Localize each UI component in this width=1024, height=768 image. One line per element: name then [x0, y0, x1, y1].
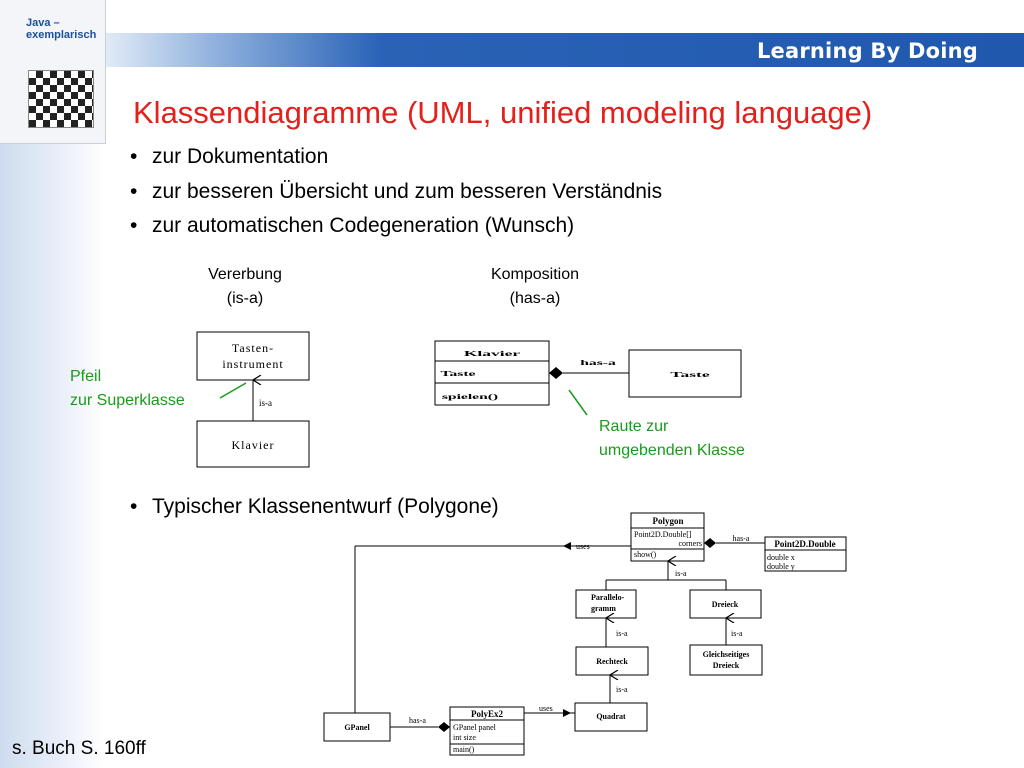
edge-label: is-a [731, 629, 743, 638]
vererbung-diagram: Tasten- instrument is-a Klavier [196, 331, 310, 468]
class-name-text: Taste [670, 370, 709, 379]
bullet-dot-icon: • [130, 180, 138, 203]
class-box-gleichseitiges-dreieck [689, 644, 763, 676]
vererbung-heading: Vererbung (is-a) [208, 266, 282, 307]
bullet-dot-icon: • [130, 495, 138, 518]
class-box-point2d [764, 536, 847, 572]
edge-label: is-a [616, 685, 628, 694]
uses-arrow-icon [563, 542, 571, 550]
uses-arrow-icon [563, 709, 571, 717]
composition-diamond-icon [704, 538, 716, 548]
class-name-text: Point2D.Double [774, 539, 835, 549]
class-name-text: instrument [222, 357, 283, 371]
class-name-text: Quadrat [596, 712, 626, 721]
class-box-klavier-composite [434, 340, 550, 406]
bullet-item: •zur automatischen Codegeneration (Wunsc… [130, 214, 575, 237]
book-cover-image: Java – exemplarisch [0, 0, 106, 144]
class-name-text: Dreieck [712, 600, 739, 609]
attribute-text: double x [767, 553, 795, 562]
attribute-text: GPanel panel [453, 723, 497, 732]
class-name-text: Polygon [652, 516, 683, 526]
bullet-dot-icon: • [130, 214, 138, 237]
bullet-item: •zur besseren Übersicht und zum besseren… [130, 180, 663, 203]
attribute-text: double y [767, 562, 795, 571]
header-band [105, 33, 1024, 67]
edge-label: is-a [616, 629, 628, 638]
attribute-text: corners [678, 539, 702, 548]
komposition-diagram: Klavier Taste spielen() has-a Taste [434, 340, 742, 416]
superclass-arrow-note: Pfeil zur Superklasse [70, 368, 185, 409]
green-pointer-line [219, 382, 247, 399]
diamond-note: Raute zur umgebenden Klasse [599, 418, 745, 459]
class-box-quadrat [574, 702, 648, 732]
attribute-text: int size [453, 733, 476, 742]
footer-reference: s. Buch S. 160ff [12, 738, 146, 759]
book-title: Java – exemplarisch [26, 17, 97, 41]
class-box-polyex2 [449, 706, 525, 756]
edge-label: is-a [675, 569, 687, 578]
method-text: spielen() [442, 393, 498, 401]
bullet-dot-icon: • [130, 145, 138, 168]
edge-label: is-a [259, 398, 272, 408]
class-box-gpanel [323, 712, 391, 742]
bullet-item: •zur Dokumentation [130, 145, 329, 168]
edge-label: uses [576, 542, 590, 551]
attribute-text: Taste [441, 370, 477, 378]
class-name-text: Parallelo- [591, 593, 625, 602]
edge-label: has-a [409, 716, 426, 725]
class-name-text: Klavier [464, 349, 520, 358]
bullet-item: •Typischer Klassenentwurf (Polygone) [130, 495, 499, 518]
method-text: main() [453, 745, 475, 754]
class-box-tasteninstrument [196, 331, 310, 381]
class-box-polygon [630, 512, 705, 562]
composition-diamond-icon [438, 722, 450, 732]
class-box-klavier [196, 420, 310, 468]
class-name-text: Rechteck [596, 657, 628, 666]
class-name-text: Dreieck [713, 661, 740, 670]
class-name-text: GPanel [344, 723, 370, 732]
polygon-class-diagram: Polygon Point2D.Double[] corners show() … [323, 512, 847, 756]
edge-label: has-a [733, 534, 750, 543]
class-name-text: gramm [591, 604, 616, 613]
slide-title: Klassendiagramme (UML, unified modeling … [133, 95, 873, 130]
edge-label: uses [539, 704, 553, 713]
method-text: show() [634, 550, 657, 559]
class-name-text: Klavier [232, 438, 275, 452]
attribute-text: Point2D.Double[] [634, 530, 692, 539]
class-name-text: Tasten- [232, 341, 274, 355]
edge-label: has-a [580, 359, 616, 367]
class-box-taste [628, 349, 742, 398]
green-pointer-line [568, 389, 588, 416]
class-name-text: PolyEx2 [471, 709, 504, 719]
class-name-text: Gleichseitiges [703, 650, 750, 659]
composition-diamond-icon [549, 367, 563, 379]
komposition-heading: Komposition (has-a) [490, 266, 580, 307]
chessboard-icon [28, 70, 94, 128]
brand-text: Learning By Doing [756, 39, 978, 63]
